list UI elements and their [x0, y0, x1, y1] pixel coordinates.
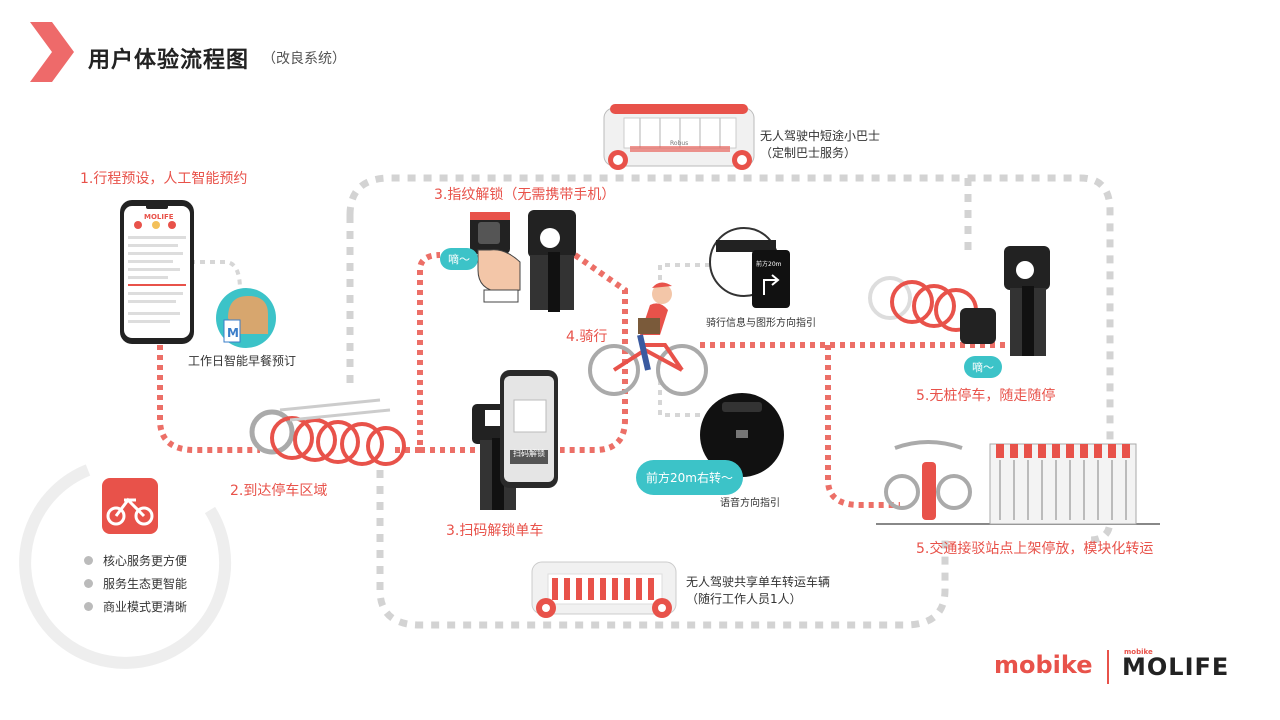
bullet-icon [84, 579, 93, 588]
parked-bikes-illustration [249, 398, 406, 466]
vehicle-route [346, 174, 1114, 629]
voice-guide-device [700, 393, 784, 477]
step-5b-label: 5.交通接驳站点上架停放，模块化转运 [916, 541, 1154, 557]
bullet-icon [84, 602, 93, 611]
bus-note-line1: 无人驾驶中短途小巴士 [760, 129, 881, 143]
bullet-icon [84, 556, 93, 565]
page-subtitle: （改良系统） [262, 51, 346, 67]
step-3a-label: 3.指纹解锁（无需携带手机） [434, 187, 616, 203]
smartphone-illustration: MOLIFE [120, 200, 194, 344]
van-note-line1: 无人驾驶共享单车转运车辆 [686, 575, 831, 589]
voice-guide-note: 语音方向指引 [720, 498, 780, 509]
cyclist-illustration [588, 282, 708, 396]
feature-item: 服务生态更智能 [84, 575, 187, 592]
user-route [157, 252, 1010, 508]
voice-bubble: 前方20m右转～ [636, 460, 743, 495]
bus-note-line2: （定制巴士服务） [760, 146, 857, 160]
step-1-label: 1.行程预设，人工智能预约 [80, 171, 248, 187]
ride-info-note: 骑行信息与图形方向指引 [706, 318, 816, 329]
fingerprint-unlock-illustration [470, 210, 576, 312]
molife-logo: MOLIFE [1122, 653, 1230, 681]
phone-logo: MOLIFE [144, 213, 174, 221]
breakfast-icon: M [216, 288, 276, 348]
autonomous-bus-illustration: Robus [603, 104, 755, 170]
scan-unlock-label: 扫码解锁 [513, 449, 545, 458]
header-chevron-icon [30, 22, 74, 82]
feature-item: 核心服务更方便 [84, 552, 187, 569]
step-2-label: 2.到达停车区域 [230, 483, 328, 499]
transport-van-illustration [531, 561, 677, 618]
step-3b-label: 3.扫码解锁单车 [446, 523, 544, 539]
van-note-line2: （随行工作人员1人） [686, 592, 802, 606]
feature-ring [19, 464, 232, 669]
svg-text:前方20m: 前方20m [756, 260, 782, 268]
svg-text:M: M [227, 326, 239, 340]
beep-bubble-fingerprint: 嘀～ [440, 248, 478, 270]
breakfast-note: 工作日智能早餐预订 [188, 354, 297, 368]
bus-brand-label: Robus [670, 140, 688, 147]
mobike-logo: mobike [994, 651, 1093, 679]
beep-bubble-lock: 嘀～ [964, 356, 1002, 378]
mobike-app-icon [102, 478, 158, 534]
feature-item: 商业模式更清晰 [84, 598, 187, 615]
qr-unlock-illustration [472, 370, 558, 510]
dockless-bikes-illustration [868, 246, 1050, 356]
feature-list: 核心服务更方便 服务生态更智能 商业模式更清晰 [84, 552, 187, 621]
step-4-label: 4.骑行 [566, 329, 608, 345]
step-5a-label: 5.无桩停车，随走随停 [916, 388, 1056, 404]
bike-station-illustration [876, 440, 1160, 525]
page-title: 用户体验流程图 [88, 48, 250, 73]
ride-navigation-display: 前方20m [709, 227, 790, 308]
molife-small-logo: mobike [1124, 648, 1153, 656]
